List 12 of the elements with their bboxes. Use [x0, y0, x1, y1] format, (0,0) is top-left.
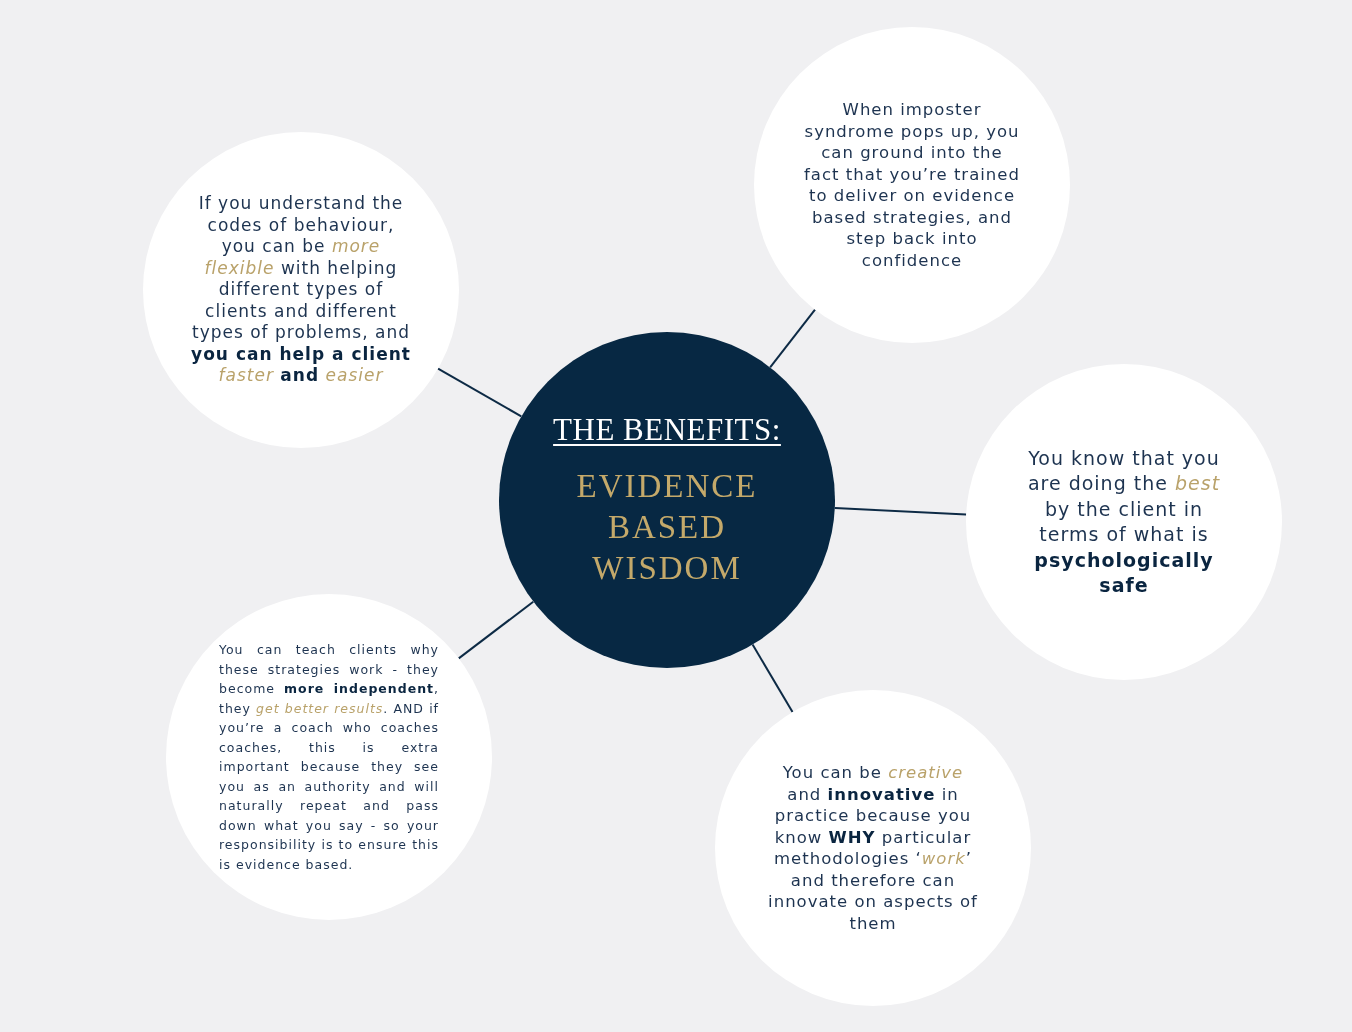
benefit-text: If you understand the codes of behaviour, you can be more flexible with helping different types of clients and different types of problems, and you can help a client faster and easier	[190, 193, 412, 387]
connector-line	[457, 600, 535, 660]
benefit-text: When imposter syndrome pops up, you can ground into the fact that you’re trained to deliver on evidence based strategies, and step back into confidence	[803, 99, 1021, 271]
heading: THE BENEFITS:	[553, 411, 781, 448]
connector-line	[833, 507, 968, 516]
benefit-text: You know that you are doing the best by the client in terms of what is psychologically safe	[1026, 445, 1222, 598]
subheading: EVIDENCE BASED WISDOM	[575, 466, 759, 588]
benefit-text: You can teach clients why these strategies work - they become more independent, they get better results. AND if you’re a coach who coaches coaches, this is extra important because they see you as an authority and will naturally repeat and pass down what you say - so your responsibility is to ensure this is evidence based.	[219, 641, 439, 874]
connector-line	[751, 643, 794, 714]
connector-line	[437, 367, 523, 418]
connector-line	[769, 308, 816, 369]
benefit-text: You can be creative and innovative in practice because you know WHY particular methodologies ‘work’ and therefore can innovate on aspects of them	[767, 762, 979, 934]
